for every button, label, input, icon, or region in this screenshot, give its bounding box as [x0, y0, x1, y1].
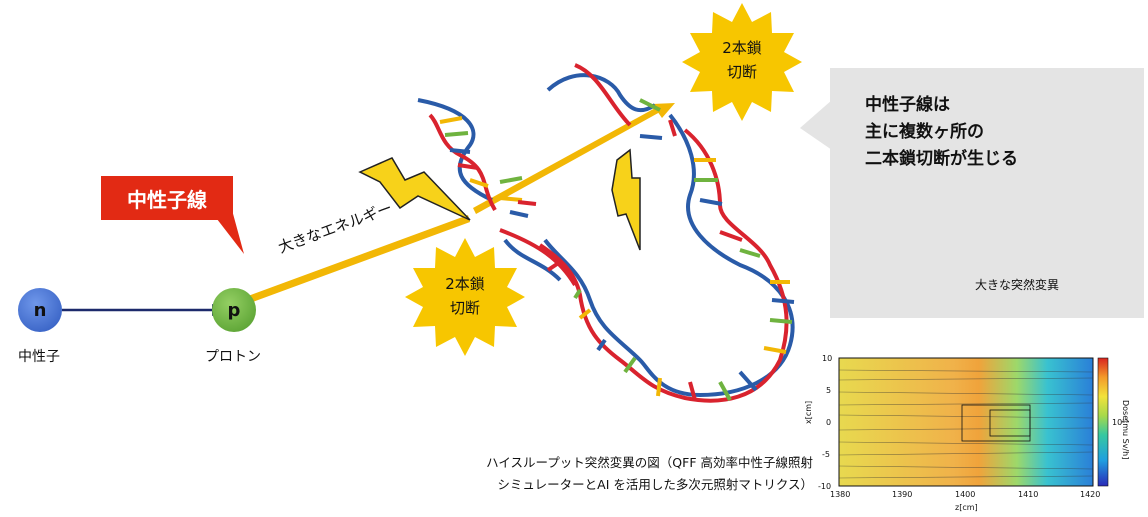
callout-box [830, 68, 1144, 318]
burst-top-text: 2本鎖 切断 [702, 36, 782, 84]
x-axis-label: z[cm] [955, 503, 978, 512]
y-axis-label: x[cm] [804, 400, 813, 424]
burst-bottom [405, 238, 525, 356]
callout-pointer [800, 100, 832, 150]
x-tick-1410: 1410 [1018, 490, 1039, 499]
x-tick-1380: 1380 [830, 490, 851, 499]
neutron-label: 中性子 [18, 349, 60, 365]
red-label-pointer [210, 210, 244, 254]
neutron-beam-label: 中性子線 [101, 176, 233, 220]
proton-label: プロトン [205, 349, 261, 365]
proton-circle: p [212, 288, 256, 332]
burst-top [682, 3, 802, 121]
x-tick-1400: 1400 [955, 490, 976, 499]
dose-heatmap [838, 357, 1109, 487]
caption-line2: シミュレーターとAI を活用した多次元照射マトリクス） [497, 477, 813, 492]
burst-top-line2: 切断 [726, 63, 757, 81]
energy-beam [248, 215, 470, 303]
figure-caption: ハイスループット突然変異の図（QFF 高効率中性子線照射 シミュレーターとAI … [486, 452, 813, 496]
proton-letter: p [227, 299, 241, 321]
callout-line1: 中性子線は [865, 95, 950, 115]
x-tick-1420: 1420 [1080, 490, 1101, 499]
y-tick-neg10: -10 [818, 482, 832, 491]
dna-helix-left [417, 98, 577, 287]
lightning-bolt-left [358, 157, 471, 221]
burst-bottom-line1: 2本鎖 [445, 275, 485, 293]
burst-bottom-line2: 切断 [449, 299, 480, 317]
dna-helix-ring [538, 63, 795, 403]
neutron-circle: n [18, 288, 62, 332]
colorbar-label: Dose[mu Sv/h] [1121, 400, 1130, 460]
colorbar-tick: 10¹³ [1112, 418, 1129, 427]
y-tick-10: 10 [822, 354, 833, 363]
burst-bottom-text: 2本鎖 切断 [425, 272, 505, 320]
y-tick-5: 5 [826, 386, 832, 395]
lightning-bolt-right [611, 148, 641, 251]
callout-text: 中性子線は 主に複数ヶ所の 二本鎖切断が生じる [865, 92, 1018, 173]
callout-line3: 二本鎖切断が生じる [865, 149, 1018, 169]
y-tick-neg5: -5 [822, 450, 830, 459]
energy-beam-upper [473, 107, 660, 214]
burst-top-line1: 2本鎖 [722, 39, 762, 57]
caption-line1: ハイスループット突然変異の図（QFF 高効率中性子線照射 [486, 455, 813, 470]
y-tick-0: 0 [826, 418, 832, 427]
callout-line2: 主に複数ヶ所の [865, 122, 984, 142]
dna-base-pairs [439, 98, 795, 401]
x-tick-1390: 1390 [892, 490, 913, 499]
neutron-letter: n [33, 299, 47, 321]
mutation-label: 大きな突然変異 [975, 278, 1060, 292]
